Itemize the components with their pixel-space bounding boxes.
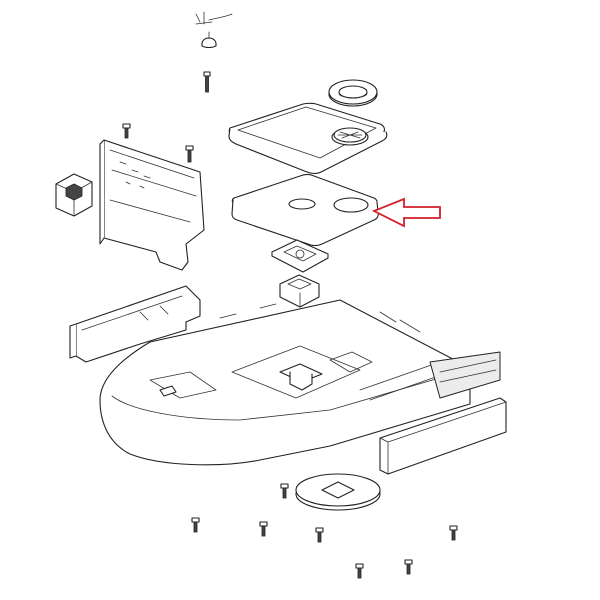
part-front-bumper-strip bbox=[69, 285, 201, 363]
part-side-bracket bbox=[99, 139, 205, 271]
part-valve-disc bbox=[331, 127, 369, 146]
part-filter-plate bbox=[231, 173, 379, 247]
part-square-gasket bbox=[271, 239, 329, 273]
part-screw-5 bbox=[191, 517, 200, 533]
part-base-tray bbox=[99, 299, 501, 466]
highlight-arrow-icon bbox=[371, 197, 441, 228]
part-screw-8 bbox=[449, 525, 458, 541]
part-ring-seal bbox=[328, 79, 378, 107]
part-screw-10 bbox=[404, 559, 413, 575]
part-screw-9 bbox=[355, 563, 364, 579]
part-cable-top bbox=[195, 11, 233, 25]
part-screw-2 bbox=[122, 123, 131, 139]
part-screw-1 bbox=[203, 71, 211, 93]
part-valve-block bbox=[279, 274, 320, 308]
part-side-rail-strip bbox=[379, 397, 507, 475]
part-lid-cover bbox=[228, 102, 388, 174]
part-knob-top bbox=[201, 31, 217, 49]
part-switch-box bbox=[55, 173, 93, 217]
part-bottom-ring bbox=[295, 473, 381, 511]
part-screw-7 bbox=[315, 527, 324, 543]
part-screw-3 bbox=[185, 145, 194, 163]
part-screw-6 bbox=[259, 521, 268, 537]
part-screw-4 bbox=[280, 483, 289, 499]
